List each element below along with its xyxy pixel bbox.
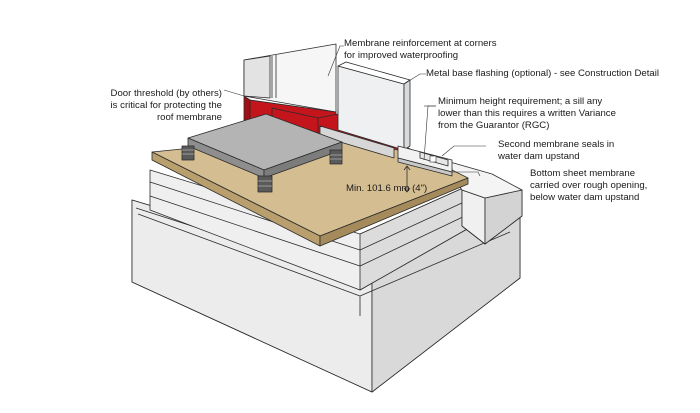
label-membrane-reinforcement: Membrane reinforcement at corners for im…: [344, 38, 497, 62]
min-height-dimension-label: Min. 101.6 mm (4"): [346, 183, 428, 194]
label-line: from the Guarantor (RGC): [438, 120, 550, 131]
leader-lines: [223, 45, 486, 177]
label-line: Minimum height requirement; a sill any: [438, 96, 603, 107]
pedestal-right: [329, 149, 343, 165]
label-minimum-height: Minimum height requirement; a sill any l…: [438, 96, 616, 132]
label-second-membrane: Second membrane seals in water dam upsta…: [498, 139, 614, 163]
label-metal-base-flashing: Metal base flashing (optional) - see Con…: [426, 68, 659, 80]
label-line: carried over rough opening,: [530, 180, 648, 191]
label-line: roof membrane: [156, 112, 222, 123]
label-line: for improved waterproofing: [344, 50, 459, 61]
label-line: Metal base flashing (optional) - see Con…: [426, 68, 660, 79]
label-line: below water dam upstand: [530, 192, 640, 203]
height-dimension-marker: [403, 165, 411, 193]
curb-upstand: [449, 161, 523, 245]
label-bottom-sheet-membrane: Bottom sheet membrane carried over rough…: [530, 168, 647, 204]
concrete-paver: [187, 113, 343, 179]
label-line: lower than this requires a written Varia…: [438, 108, 616, 119]
pedestal-left: [181, 145, 195, 161]
label-line: Door threshold (by others): [110, 88, 222, 99]
label-door-threshold: Door threshold (by others) is critical f…: [92, 88, 222, 124]
label-line: water dam upstand: [498, 151, 580, 162]
metal-base-flashing: [319, 61, 411, 159]
label-line: Bottom sheet membrane: [530, 168, 636, 179]
label-line: Second membrane seals in: [498, 139, 615, 150]
pedestal-center: [257, 175, 273, 193]
label-line: is critical for protecting the: [110, 100, 222, 111]
label-line: Membrane reinforcement at corners: [344, 38, 497, 49]
